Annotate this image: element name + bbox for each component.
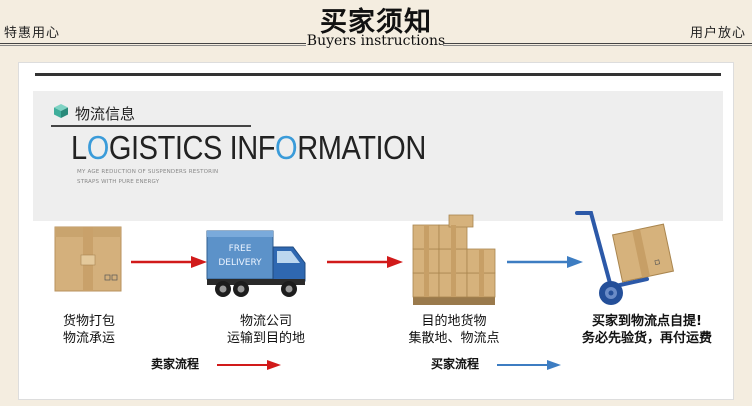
svg-text:FREE: FREE xyxy=(229,244,252,254)
page-header: 特惠用心 买家须知 Buyers instructions 用户放心 xyxy=(0,0,752,56)
header-right-text: 用户放心 xyxy=(690,22,746,41)
step-4-label: 买家到物流点自提!务必先验货，再付运费 xyxy=(567,313,727,347)
delivery-truck-icon: FREE DELIVERY xyxy=(205,227,309,301)
logistics-information-logo: LOGISTICS INFORMATION xyxy=(71,129,426,167)
hand-truck-icon xyxy=(571,207,691,309)
cube-icon xyxy=(53,103,69,119)
tagline-line-1: MY AGE REDUCTION OF SUSPENDERS RESTORIN xyxy=(77,169,218,175)
step-1-label: 货物打包物流承运 xyxy=(29,313,149,347)
warehouse-boxes-icon xyxy=(409,213,499,307)
buyer-flow-arrow xyxy=(497,359,561,371)
step-3-label: 目的地货物集散地、物流点 xyxy=(389,313,519,347)
panel-top-rule xyxy=(35,73,721,76)
seller-arrow-1 xyxy=(131,255,207,269)
step-2-label: 物流公司运输到目的地 xyxy=(201,313,331,347)
buyer-flow-label: 买家流程 xyxy=(431,355,479,372)
logistics-panel: 物流信息 LOGISTICS INFORMATION MY AGE REDUCT… xyxy=(18,62,734,400)
section-rule xyxy=(51,125,251,127)
section-title: 物流信息 xyxy=(75,103,135,124)
svg-text:DELIVERY: DELIVERY xyxy=(218,258,262,268)
seller-flow-label: 卖家流程 xyxy=(151,355,199,372)
seller-arrow-2 xyxy=(327,255,403,269)
header-divider-left xyxy=(0,43,306,44)
header-divider-right xyxy=(443,43,752,44)
page-subtitle: Buyers instructions xyxy=(0,33,752,49)
seller-flow-arrow xyxy=(217,359,281,371)
package-box-icon xyxy=(53,223,125,295)
tagline-line-2: STRAPS WITH PURE ENERGY xyxy=(77,179,159,185)
